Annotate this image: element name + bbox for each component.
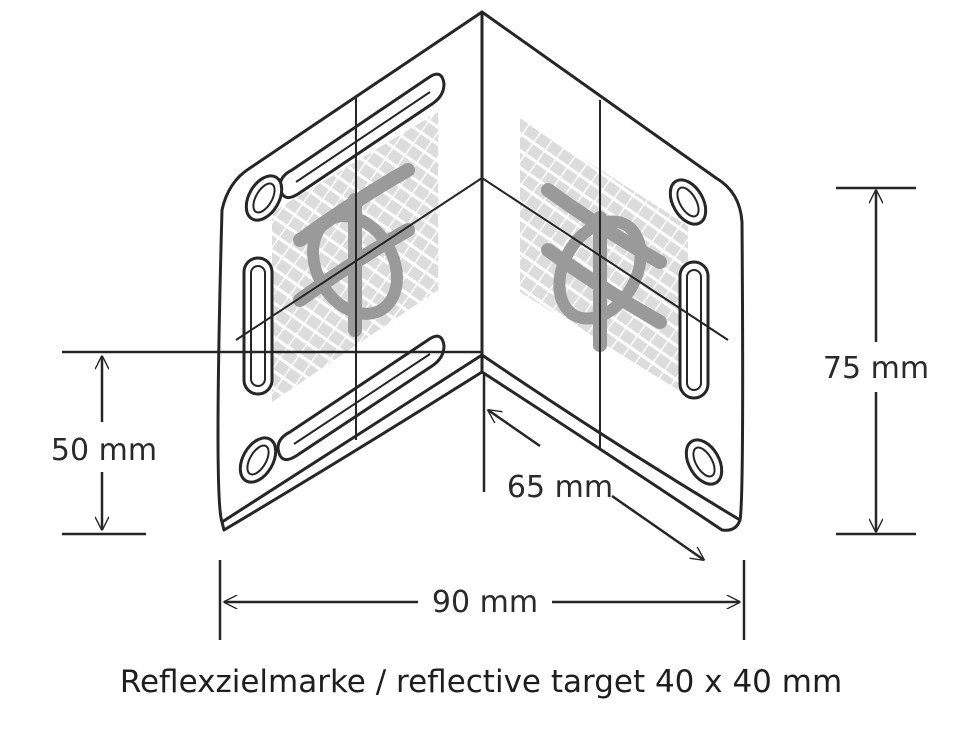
left-plate — [216, 10, 484, 532]
dimension-label-90mm: 90 mm — [432, 585, 538, 620]
dimension-65mm — [482, 372, 704, 560]
dimension-label-65mm: 65 mm — [507, 470, 613, 505]
right-plate — [480, 10, 745, 532]
dimension-label-50mm: 50 mm — [51, 433, 157, 468]
dimension-label-75mm: 75 mm — [823, 351, 929, 386]
dimension-50mm — [62, 350, 482, 536]
slots-right-plate — [668, 178, 724, 486]
dimension-75mm — [836, 186, 916, 536]
slots-left-plate — [238, 72, 446, 484]
caption: Reflexzielmarke / reflective target 40 x… — [119, 664, 843, 700]
dimension-90mm — [218, 560, 746, 640]
